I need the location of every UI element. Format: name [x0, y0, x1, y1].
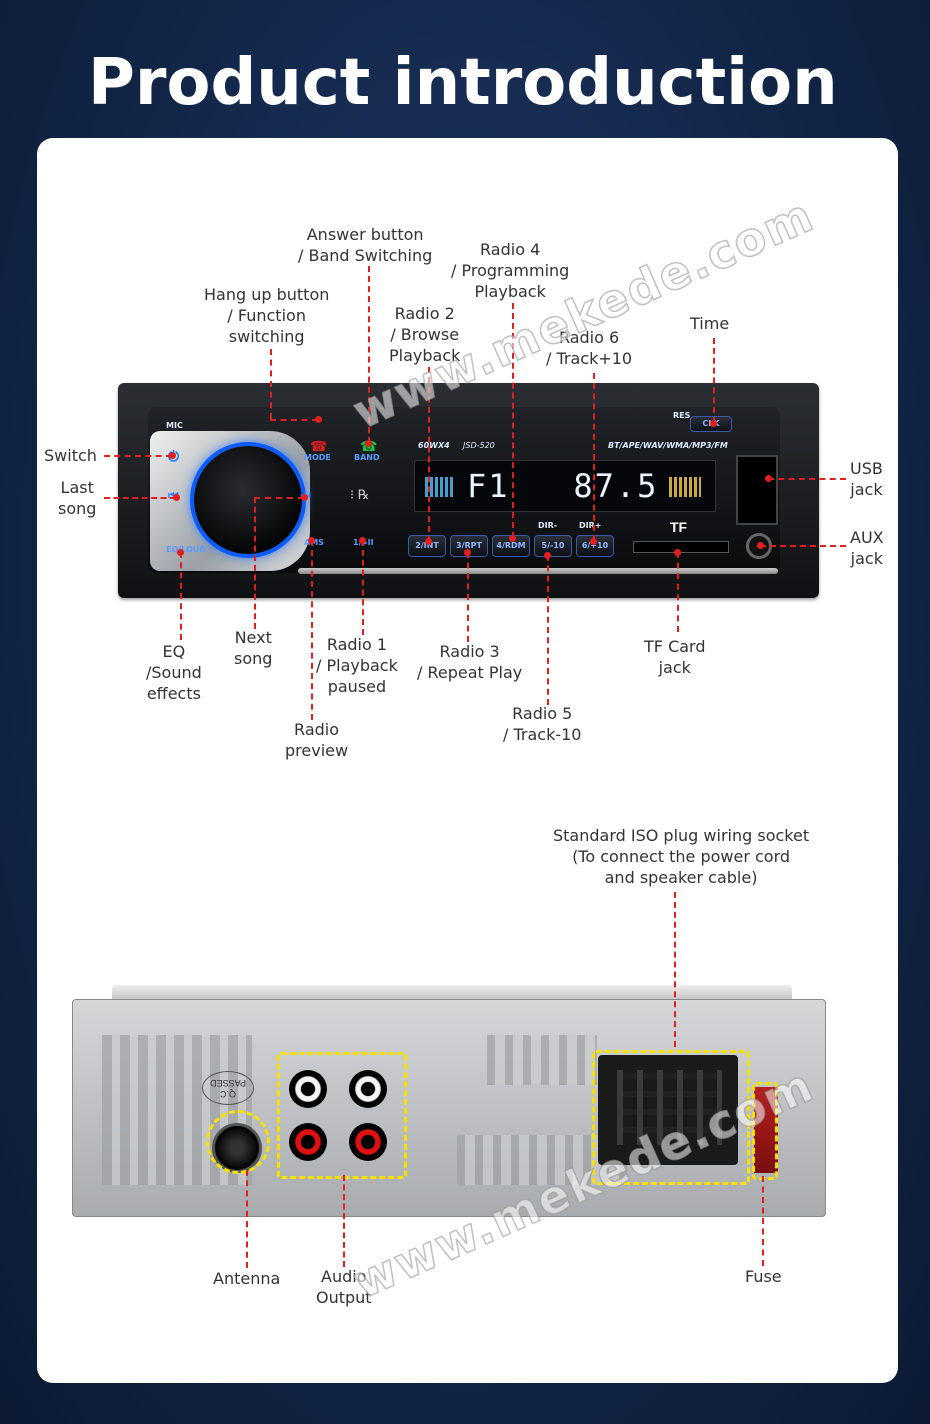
radio3-callout: Radio 3 / Repeat Play — [417, 642, 523, 682]
audio-output-callout: Audio Output — [316, 1267, 372, 1307]
aux-callout: AUX jack — [850, 528, 884, 568]
eq-callout: EQ /Sound effects — [146, 642, 202, 703]
dir-plus-label: DIR+ — [579, 521, 602, 530]
tf-slot[interactable] — [633, 541, 729, 553]
radio4-callout: Radio 4 / Programming Playback — [451, 240, 570, 301]
iso-callout: Standard ISO plug wiring socket (To conn… — [553, 826, 810, 887]
qc-stamp: Q.C PASSED — [202, 1071, 254, 1105]
answer-callout: Answer button / Band Switching — [298, 225, 433, 265]
hangup-callout: Hang up button / Function switching — [204, 285, 330, 346]
mode-label[interactable]: MODE — [304, 453, 331, 462]
band-label[interactable]: BAND — [354, 453, 380, 462]
rca-red-right[interactable] — [349, 1123, 387, 1161]
next-song-callout: Next song — [234, 628, 273, 668]
preset-6-button[interactable]: 6/+10 — [576, 535, 614, 557]
antenna-callout: Antenna — [213, 1269, 281, 1288]
fuse-callout: Fuse — [745, 1267, 782, 1286]
usb-callout: USB jack — [850, 459, 883, 499]
model-name: JSD-520 — [463, 441, 495, 450]
page-title: Product introduction — [88, 46, 838, 120]
tf-label: TF — [670, 519, 688, 535]
preset-5-button[interactable]: 5/-10 — [534, 535, 572, 557]
rca-white-right[interactable] — [349, 1070, 387, 1108]
lcd-display: F1 87.5 — [414, 460, 716, 512]
switch-callout: Switch — [44, 446, 97, 465]
rca-white-left[interactable] — [289, 1070, 327, 1108]
last-song-callout: Last song — [58, 478, 97, 518]
power-rating: 60WX4 — [418, 441, 450, 450]
dir-minus-label: DIR- — [538, 521, 558, 530]
radio6-callout: Radio 6 / Track+10 — [546, 328, 633, 368]
preset-3-button[interactable]: 3/RPT — [450, 535, 488, 557]
remote-sensor-icon: ⁝ ℞ — [350, 487, 370, 502]
rca-red-left[interactable] — [289, 1123, 327, 1161]
formats-label: BT/APE/WAV/WMA/MP3/FM — [608, 441, 728, 450]
fuse[interactable] — [754, 1087, 778, 1173]
tf-card-callout: TF Card jack — [644, 637, 706, 677]
radio-preview-callout: Radio preview — [285, 720, 349, 760]
usb-port[interactable] — [736, 455, 778, 525]
hangup-icon[interactable]: ☎ — [310, 438, 328, 454]
mic-label: MIC — [166, 421, 183, 430]
rear-panel: Q.C PASSED — [72, 985, 826, 1217]
radio5-callout: Radio 5 / Track-10 — [503, 704, 582, 744]
radio2-callout: Radio 2 / Browse Playback — [389, 304, 461, 365]
time-callout: Time — [690, 314, 730, 333]
eq-label[interactable]: EQ/LOUD — [166, 545, 206, 554]
front-panel: MIC RES CLK ⏻ ⏮ ⏭ EQ/LOUD ☎ MODE ☎ BAND … — [118, 383, 819, 598]
radio1-callout: Radio 1 / Playback paused — [316, 635, 398, 696]
volume-knob[interactable] — [194, 446, 302, 554]
preset-2-button[interactable]: 2/INT — [408, 535, 446, 557]
res-label: RES — [673, 411, 691, 420]
lcd-text: F1 87.5 — [467, 467, 659, 505]
